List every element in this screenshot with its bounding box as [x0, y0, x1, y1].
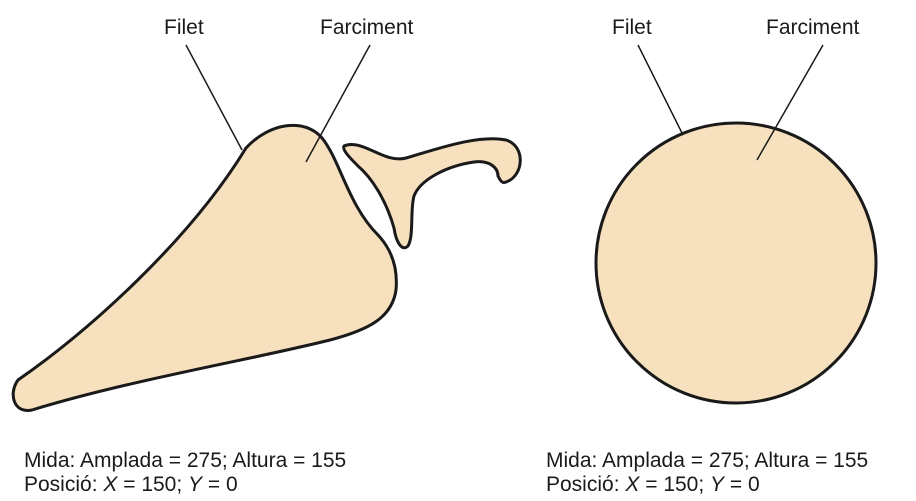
position-prefix: Posició: — [546, 473, 625, 496]
circle-figure — [596, 45, 876, 403]
x-value: = 150; — [117, 473, 188, 496]
position-prefix: Posició: — [24, 473, 103, 496]
right-caption: Mida: Amplada = 275; Altura = 155 Posici… — [546, 449, 868, 497]
left-caption: Mida: Amplada = 275; Altura = 155 Posici… — [24, 449, 346, 497]
pepper-body-shape — [13, 125, 396, 410]
right-outline-label: Filet — [612, 16, 652, 40]
outline-callout-line — [638, 45, 683, 135]
y-variable: Y — [188, 473, 202, 496]
x-variable: X — [625, 473, 639, 496]
y-variable: Y — [710, 473, 724, 496]
x-value: = 150; — [639, 473, 710, 496]
left-position-text: Posició: X = 150; Y = 0 — [24, 473, 346, 497]
y-value: = 0 — [202, 473, 238, 496]
right-size-text: Mida: Amplada = 275; Altura = 155 — [546, 449, 868, 473]
left-outline-label: Filet — [164, 16, 204, 40]
x-variable: X — [103, 473, 117, 496]
circle-shape — [596, 123, 876, 403]
left-size-text: Mida: Amplada = 275; Altura = 155 — [24, 449, 346, 473]
pepper-figure — [13, 45, 520, 411]
y-value: = 0 — [724, 473, 760, 496]
right-fill-label: Farciment — [766, 16, 859, 40]
left-fill-label: Farciment — [320, 16, 413, 40]
outline-callout-line — [186, 45, 242, 150]
right-position-text: Posició: X = 150; Y = 0 — [546, 473, 868, 497]
